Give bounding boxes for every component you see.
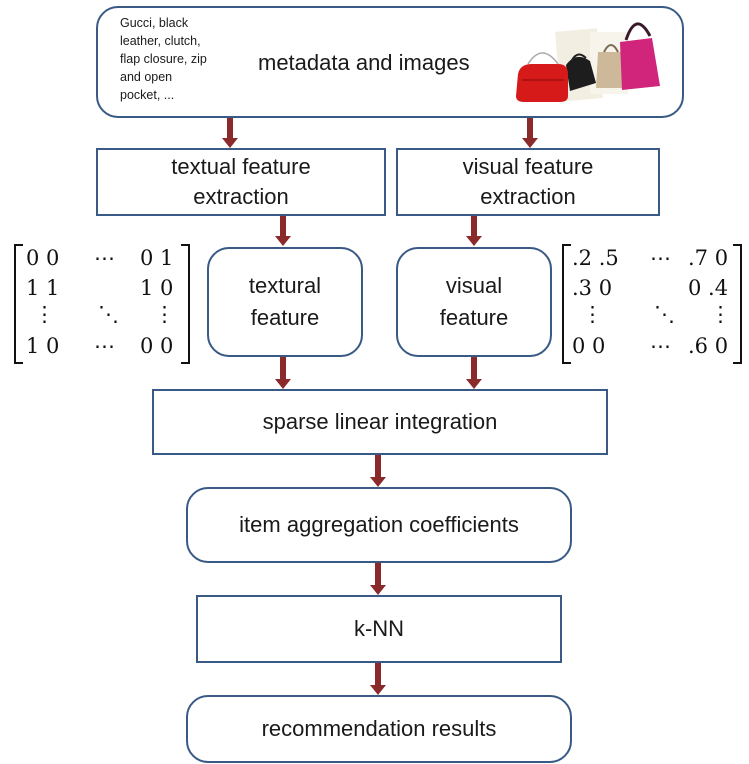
matrix-cell: ⋮ <box>582 302 603 326</box>
tan-bag <box>596 52 626 88</box>
red-bag <box>516 64 568 102</box>
item-aggregation-coefficients-box: item aggregation coefficients <box>186 487 572 563</box>
matrix-cell: 0 0 <box>26 246 60 270</box>
visual-feature-extraction-box: visual feature extraction <box>396 148 660 216</box>
matrix-cell: .7 0 <box>688 246 729 270</box>
matrix-cell: 1 0 <box>140 276 174 300</box>
matrix-cell: ⋯ <box>94 246 115 270</box>
metadata-images-label: metadata and images <box>258 50 470 75</box>
arrow-integration-to-aggregation <box>370 455 386 487</box>
textual-feature-extraction-box: textual feature extraction <box>96 148 386 216</box>
matrix-cell: ⋯ <box>94 334 115 358</box>
matrix-cell: .3 0 <box>572 276 613 300</box>
matrix-cell: ⋱ <box>98 302 119 326</box>
metadata-text: Gucci, black leather, clutch, flap closu… <box>120 16 207 102</box>
handbag-images <box>516 22 660 102</box>
textual-feature-matrix: 0 0 ⋯ 0 1 1 1 1 0 ⋮ ⋱ ⋮ 1 0 ⋯ 0 0 <box>14 244 190 364</box>
matrix-cell: ⋮ <box>34 302 55 326</box>
matrix-cell: 0 0 <box>140 334 174 358</box>
textural-feature-box: textural feature <box>207 247 363 357</box>
matrix-cell: 0 .4 <box>688 276 729 300</box>
matrix-cell: .6 0 <box>688 334 729 358</box>
matrix-cell: 0 0 <box>572 334 606 358</box>
knn-box: k-NN <box>196 595 562 663</box>
black-bag <box>566 56 596 91</box>
matrix-cell: ⋯ <box>650 334 671 358</box>
matrix-cell: ⋱ <box>654 302 675 326</box>
sparse-linear-integration-box: sparse linear integration <box>152 389 608 455</box>
matrix-right-bracket-open <box>562 244 571 364</box>
matrix-cell: 1 1 <box>26 276 60 300</box>
arrow-textual-extraction-to-feature <box>275 216 291 246</box>
matrix-left-bracket-open <box>14 244 23 364</box>
matrix-cell: 1 0 <box>26 334 60 358</box>
recommendation-results-box: recommendation results <box>186 695 572 763</box>
matrix-cell: .2 .5 <box>572 246 619 270</box>
matrix-cell: ⋮ <box>154 302 175 326</box>
arrow-knn-to-results <box>370 663 386 695</box>
visual-feature-box: visual feature <box>396 247 552 357</box>
matrix-right-bracket-close <box>733 244 742 364</box>
matrix-cell: ⋯ <box>650 246 671 270</box>
arrow-metadata-to-textual <box>222 118 238 148</box>
arrow-visual-to-integration <box>466 357 482 389</box>
arrow-aggregation-to-knn <box>370 563 386 595</box>
arrow-textural-to-integration <box>275 357 291 389</box>
arrow-metadata-to-visual <box>522 118 538 148</box>
matrix-cell: ⋮ <box>710 302 731 326</box>
matrix-left-bracket-close <box>181 244 190 364</box>
matrix-cell: 0 1 <box>140 246 174 270</box>
pink-bag <box>620 38 660 90</box>
visual-feature-matrix: .2 .5 ⋯ .7 0 .3 0 0 .4 ⋮ ⋱ ⋮ 0 0 ⋯ .6 0 <box>562 244 742 364</box>
arrow-visual-extraction-to-feature <box>466 216 482 246</box>
